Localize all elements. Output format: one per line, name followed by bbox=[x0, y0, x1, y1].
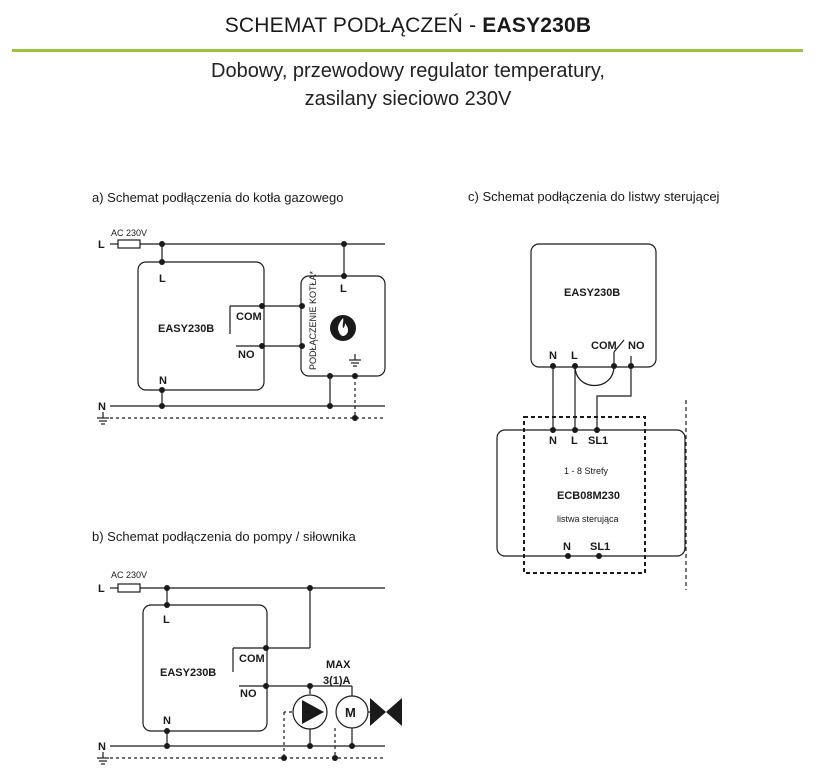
diagram-c-control-strip: c) Schemat podłączenia do listwy sterują… bbox=[468, 189, 720, 590]
device-box-b bbox=[142, 604, 268, 732]
strip-zones-label: 1 - 8 Strefy bbox=[564, 466, 609, 476]
strip-terminal-SL1: SL1 bbox=[588, 435, 608, 447]
neutral-label-b: N bbox=[98, 741, 106, 753]
motor-label: M bbox=[345, 705, 356, 720]
boiler-ground-icon bbox=[349, 354, 361, 367]
line-label-b: L bbox=[98, 583, 105, 595]
device-box-a bbox=[137, 261, 265, 391]
terminal-NO-b: NO bbox=[240, 688, 257, 700]
terminal-COM-b: COM bbox=[239, 653, 265, 665]
section-a-heading: a) Schemat podłączenia do kotła gazowego bbox=[92, 190, 344, 205]
section-b-heading: b) Schemat podłączenia do pompy / siłown… bbox=[92, 529, 357, 544]
flame-icon bbox=[330, 315, 356, 341]
terminal-NO-c: NO bbox=[628, 340, 645, 352]
page-title: SCHEMAT PODŁĄCZEŃ - EASY230B bbox=[0, 14, 816, 38]
strip-terminal-N: N bbox=[549, 435, 557, 447]
junctions-c bbox=[550, 363, 634, 559]
neutral-label-a: N bbox=[98, 401, 106, 413]
terminal-N-a: N bbox=[159, 375, 167, 387]
boiler-connection-label: PODŁĄCZENIE KOTŁA* bbox=[308, 270, 318, 370]
device-box-c bbox=[530, 243, 657, 368]
pump-icon bbox=[292, 694, 328, 730]
ground-icon bbox=[97, 412, 109, 425]
terminal-N-c: N bbox=[549, 350, 557, 362]
control-strip-box bbox=[496, 429, 686, 557]
terminal-L-a: L bbox=[159, 273, 166, 285]
terminal-NO-a: NO bbox=[238, 349, 255, 361]
valve-icon bbox=[368, 698, 402, 726]
control-strip-dashed-frame bbox=[523, 416, 646, 574]
line-label-a: L bbox=[98, 239, 105, 251]
terminal-COM-a: COM bbox=[236, 311, 262, 323]
terminal-L-c: L bbox=[571, 350, 578, 362]
max-label: MAX bbox=[326, 659, 351, 671]
page-title-prefix: SCHEMAT PODŁĄCZEŃ - bbox=[224, 14, 483, 37]
supply-label-a: AC 230V bbox=[111, 228, 147, 238]
page-title-model: EASY230B bbox=[482, 14, 592, 37]
junctions-a bbox=[159, 241, 358, 421]
section-c-heading: c) Schemat podłączenia do listwy sterują… bbox=[468, 189, 720, 204]
terminal-N-b: N bbox=[163, 715, 171, 727]
boiler-terminal-L: L bbox=[340, 283, 347, 295]
terminal-COM-c: COM bbox=[591, 340, 617, 352]
device-label-c: EASY230B bbox=[564, 287, 620, 299]
current-rating-label: 3(1)A bbox=[323, 675, 351, 687]
title-divider bbox=[12, 49, 803, 52]
strip-terminal-L: L bbox=[571, 435, 578, 447]
ground-icon-b bbox=[97, 752, 109, 765]
subtitle-line-1: Dobowy, przewodowy regulator temperatury… bbox=[211, 60, 605, 82]
strip-bottom-terminal-SL1: SL1 bbox=[590, 541, 610, 553]
subtitle-line-2: zasilany sieciowo 230V bbox=[304, 88, 512, 110]
diagram-a-gas-boiler: a) Schemat podłączenia do kotła gazowego… bbox=[92, 190, 386, 425]
terminal-L-b: L bbox=[163, 614, 170, 626]
strip-description: listwa sterująca bbox=[557, 514, 619, 524]
strip-bottom-terminal-N: N bbox=[563, 541, 571, 553]
fuse-b bbox=[117, 583, 141, 593]
device-label-a: EASY230B bbox=[158, 323, 214, 335]
device-label-b: EASY230B bbox=[160, 667, 216, 679]
fuse-a bbox=[117, 239, 141, 249]
junctions-b bbox=[164, 585, 355, 761]
strip-model-label: ECB08M230 bbox=[557, 490, 620, 502]
supply-label-b: AC 230V bbox=[111, 570, 147, 580]
diagram-b-pump-actuator: b) Schemat podłączenia do pompy / siłown… bbox=[92, 529, 402, 765]
